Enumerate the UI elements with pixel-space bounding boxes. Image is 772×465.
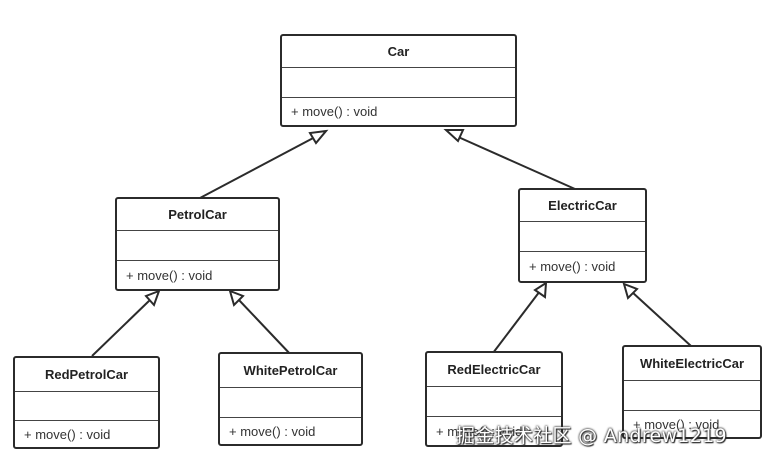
inheritance-arrowhead [533,281,548,299]
class-operation: + move() : void [529,259,616,274]
class-name: Car [282,36,515,68]
class-operation: + move() : void [436,423,523,439]
class-operation: + move() : void [229,423,316,439]
generalization-redpetrolcar-petrolcar [91,298,152,357]
class-whitepetrolcar: WhitePetrolCar + move() : void [218,352,363,446]
class-operation: + move() : void [126,267,213,283]
class-name: RedPetrolCar [15,358,158,392]
generalization-electriccar-car [455,135,576,190]
generalization-petrolcar-car [199,135,318,199]
inheritance-arrowhead [622,282,639,300]
inheritance-arrowhead [228,289,245,307]
watermark: 掘金技术社区 @ Andrew1219 [456,425,727,447]
class-name: WhitePetrolCar [220,354,361,388]
class-attributes [117,231,278,261]
class-redpetrolcar: RedPetrolCar + move() : void [13,356,160,449]
class-attributes [427,387,561,417]
class-attributes [520,222,645,252]
class-whiteelectriccar: WhiteElectricCar + move() : void [622,345,762,439]
class-attributes [220,388,361,418]
class-operation: + move() : void [633,416,720,432]
class-attributes [624,381,760,411]
class-attributes [282,68,515,98]
class-electriccar: ElectricCar + move() : void [518,188,647,283]
class-name: ElectricCar [520,190,645,222]
generalization-redelectriccar-electriccar [492,290,541,354]
class-operation: + move() : void [24,426,111,442]
inheritance-arrowhead [308,129,329,145]
inheritance-arrowhead [443,129,465,143]
class-operation: + move() : void [291,104,378,119]
class-name: PetrolCar [117,199,278,231]
generalization-whitepetrolcar-petrolcar [237,298,293,357]
generalization-whiteelectriccar-electriccar [631,291,692,347]
inheritance-arrowhead [144,289,161,307]
class-name: RedElectricCar [427,353,561,387]
class-car: Car + move() : void [280,34,517,127]
class-redelectriccar: RedElectricCar + move() : void [425,351,563,447]
class-attributes [15,392,158,421]
class-name: WhiteElectricCar [624,347,760,381]
class-petrolcar: PetrolCar + move() : void [115,197,280,291]
